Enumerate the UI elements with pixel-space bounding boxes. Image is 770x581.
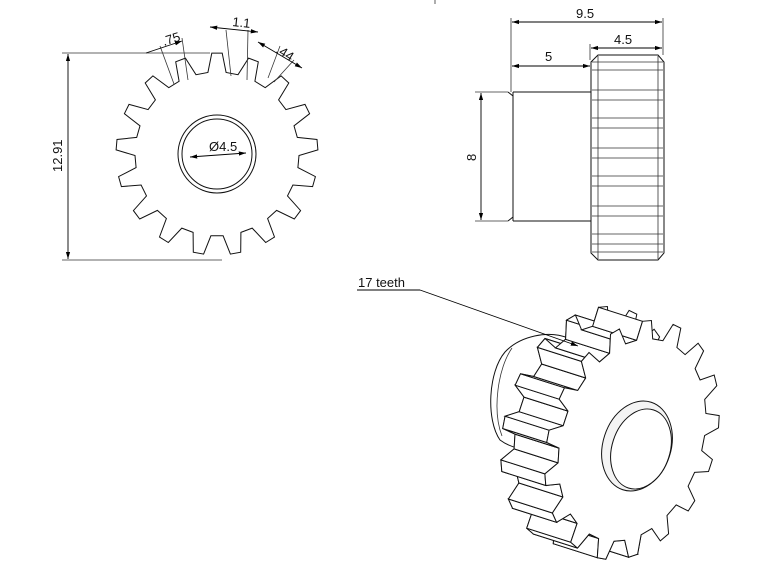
bore-circle-inner [181, 118, 253, 190]
height-dim-label: 12.91 [50, 139, 65, 172]
gear-len-dim-label: 4.5 [614, 32, 632, 47]
width-ext-left [225, 29, 232, 77]
teeth-callout-label: 17 teeth [358, 275, 405, 290]
bore-dim-line [189, 151, 247, 159]
tip-dim-line [145, 40, 183, 54]
width-dim-label: 1.1 [232, 14, 252, 31]
iso-bore-inner [610, 408, 672, 490]
bore-dim-label: Ø4.5 [209, 139, 237, 154]
front-view: Ø4.5 12.91 .75 1.1 .44 [50, 14, 319, 261]
bore-circle-outer [177, 114, 257, 194]
chamfer-dim-line [257, 41, 303, 69]
width-ext-right [246, 29, 249, 81]
isometric-view: 17 teeth [357, 275, 720, 560]
gear-body-outline [590, 54, 665, 261]
total-dim-label: 9.5 [576, 6, 594, 21]
hub-body [507, 91, 591, 222]
tip-dim-label: .75 [160, 29, 182, 49]
width-dim-line [209, 25, 259, 34]
gear-teeth-lines [592, 56, 663, 259]
side-view: 9.5 4.5 5 8 [464, 6, 665, 261]
tip-ext-left [159, 45, 175, 85]
tip-ext-right [181, 37, 189, 81]
gear-profile [115, 52, 319, 255]
hub-dia-dim-label: 8 [464, 154, 479, 161]
teeth-callout-leader [419, 289, 579, 347]
iso-hub-edge [496, 347, 513, 437]
hub-len-dim-label: 5 [545, 49, 552, 64]
